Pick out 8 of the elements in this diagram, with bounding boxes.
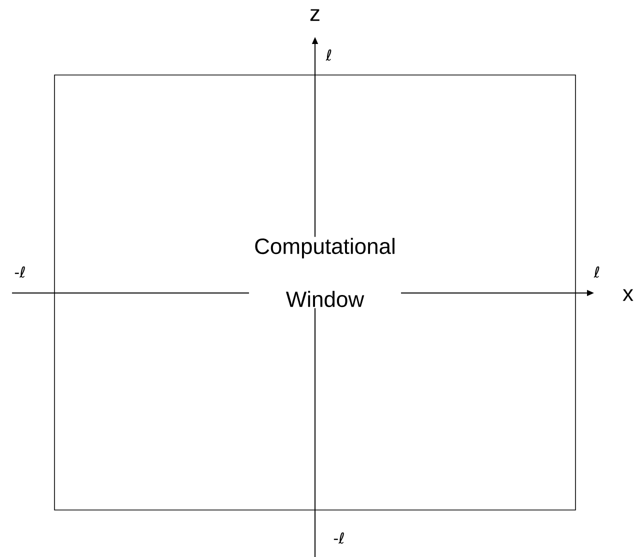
window-label: Computational Window xyxy=(249,236,401,308)
tick-label: ℓ xyxy=(594,266,600,278)
window-box xyxy=(54,74,576,510)
tick-label: -ℓ xyxy=(14,266,25,278)
tick-label: ℓ xyxy=(326,49,332,61)
axis-label: z xyxy=(310,9,320,21)
axis-label: x xyxy=(622,289,634,301)
tick-label: -ℓ xyxy=(334,532,344,544)
